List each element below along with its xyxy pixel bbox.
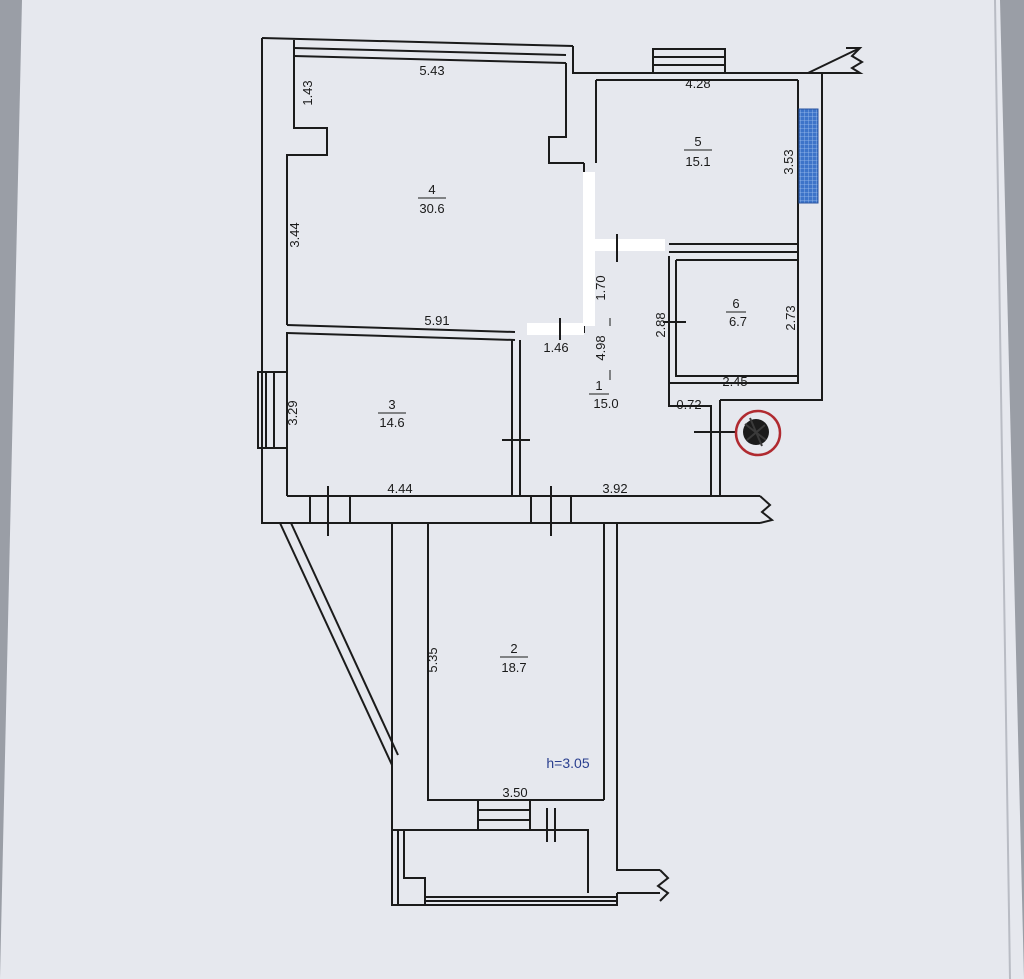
room-6-area: 6.7 (729, 314, 747, 329)
dim-room4-left: 3.44 (287, 222, 302, 247)
paper-edge (994, 0, 1011, 979)
dim-room2-bottom: 3.50 (502, 785, 527, 800)
dim-room6-left: 2.88 (653, 312, 668, 337)
room-6-number: 6 (732, 296, 739, 311)
dimension-labels: 5.43 1.43 3.44 5.91 4.28 3.53 1.70 4.98 … (285, 63, 798, 800)
windows (257, 48, 726, 831)
room-4-number: 4 (428, 182, 435, 197)
room-5-number: 5 (694, 134, 701, 149)
dim-hall-step: 1.46 (543, 340, 568, 355)
room-1-number: 1 (595, 378, 602, 393)
dim-hall-jog: 0.72 (676, 397, 701, 412)
room-3-area: 14.6 (379, 415, 404, 430)
room-3-number: 3 (388, 397, 395, 412)
dim-hall-upper: 1.70 (593, 275, 608, 300)
dim-hall-height: 4.98 (593, 335, 608, 360)
room-2-area: 18.7 (501, 660, 526, 675)
dim-room4-top: 5.43 (419, 63, 444, 78)
dim-room6-right: 2.73 (783, 305, 798, 330)
dim-room5-top: 4.28 (685, 76, 710, 91)
dim-room4-bottom: 5.91 (424, 313, 449, 328)
gas-riser-mark (734, 409, 782, 457)
dim-room3-bottom: 4.44 (387, 481, 412, 496)
dim-room6-bottom: 2.45 (722, 374, 747, 389)
dim-room2-left: 5.35 (425, 647, 440, 672)
dim-room4-left-upper: 1.43 (300, 80, 315, 105)
room-labels: 1 15.0 2 18.7 3 14.6 4 30.6 5 15.1 6 6.7 (378, 134, 747, 675)
dim-room5-right: 3.53 (781, 149, 796, 174)
room-4-area: 30.6 (419, 201, 444, 216)
room-1-area: 15.0 (593, 396, 618, 411)
radiator (798, 108, 819, 204)
room-2-number: 2 (510, 641, 517, 656)
room-5-area: 15.1 (685, 154, 710, 169)
correction-marks (527, 172, 665, 335)
dim-hall-bottom: 3.92 (602, 481, 627, 496)
ceiling-height-label: h=3.05 (546, 755, 589, 771)
dim-room3-left: 3.29 (285, 400, 300, 425)
